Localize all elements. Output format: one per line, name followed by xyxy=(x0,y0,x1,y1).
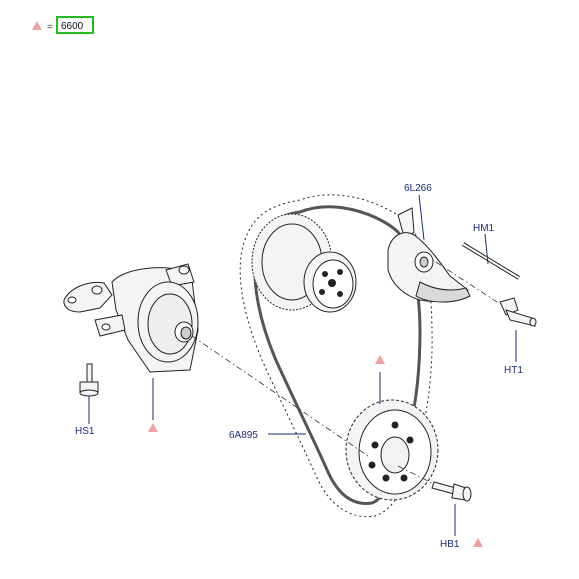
legend-kit-code: 6600 xyxy=(61,21,84,32)
legend-triangle-marker-icon xyxy=(32,21,42,30)
legend-kit-box xyxy=(56,16,94,34)
chain-tensioner xyxy=(387,207,471,303)
callout-HT1: HT1 xyxy=(504,365,523,376)
sprocket-bolt xyxy=(431,481,472,502)
leader-HM1 xyxy=(484,233,489,265)
callout-HS1: HS1 xyxy=(75,426,95,437)
oil-pump xyxy=(63,263,199,373)
leader-6L266 xyxy=(418,194,425,241)
crankshaft-sprocket xyxy=(345,399,439,501)
callout-HM1: HM1 xyxy=(473,223,495,234)
callout-HB1: HB1 xyxy=(440,539,460,550)
camshaft-sprocket xyxy=(251,213,357,313)
triangle-marker-icon xyxy=(148,423,158,432)
tensioner-alignment-line xyxy=(435,261,501,305)
pump-alignment-line xyxy=(191,335,369,457)
pump-bolt xyxy=(79,363,99,397)
callout-6L266: 6L266 xyxy=(404,183,432,194)
triangle-marker-icon xyxy=(473,538,483,547)
callout-6A895: 6A895 xyxy=(229,430,258,441)
fitting-bolt xyxy=(499,297,537,327)
guide-pin xyxy=(461,242,521,280)
legend-equals: = xyxy=(47,22,53,33)
triangle-marker-icon xyxy=(375,355,385,364)
